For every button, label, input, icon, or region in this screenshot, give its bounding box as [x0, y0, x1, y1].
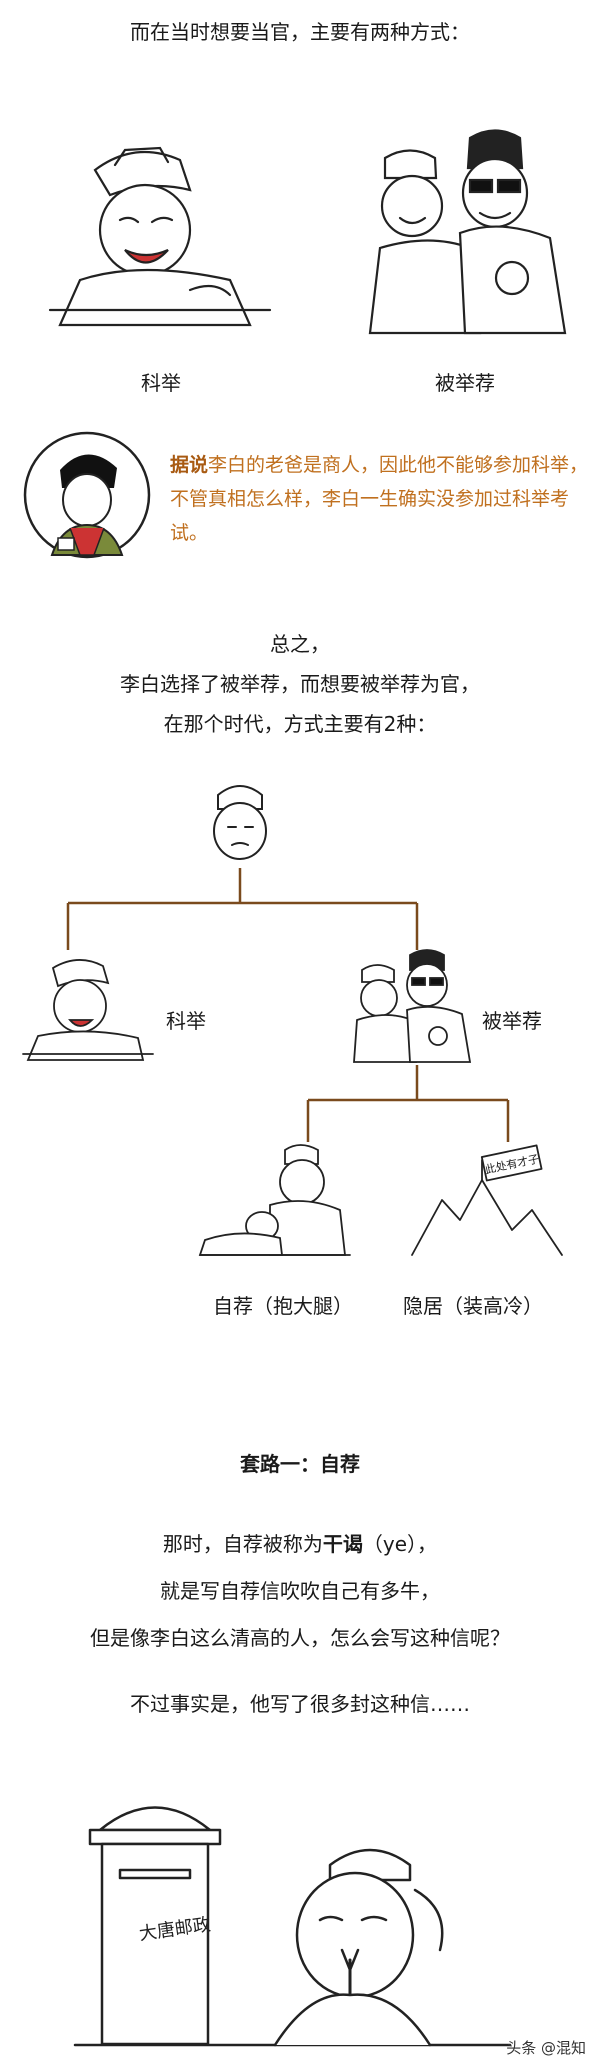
tree-label-beijujian: 被举荐	[482, 1009, 542, 1033]
summary-line-3: 在那个时代，方式主要有2种：	[163, 712, 437, 736]
section-line-1-pre: 那时，自荐被称为	[162, 1532, 323, 1556]
section-line-1-bold: 干谒	[322, 1532, 363, 1556]
mailbox-scene-illustration: 大唐邮政	[73, 1806, 512, 2047]
caption-keju: 科举	[141, 371, 181, 395]
intro-text: 而在当时想要当官，主要有两种方式：	[130, 20, 470, 44]
exam-scholar-illustration	[48, 146, 272, 327]
tree-root-official	[213, 785, 267, 860]
tree-beijujian-illustration	[353, 949, 472, 1063]
tree-lines	[66, 868, 510, 1142]
note-bold: 据说	[170, 454, 209, 476]
caption-beijujian: 被举荐	[435, 371, 495, 395]
section-title: 套路一：自荐	[240, 1452, 360, 1476]
section-line-3: 但是像李白这么清高的人，怎么会写这种信呢？	[90, 1626, 510, 1650]
note-rest: 李白的老爸是商人，因此他不能够参加科举，不管真相怎么样，李白一生确实没参加过科举…	[170, 454, 589, 544]
tree-zijian-illustration	[198, 1144, 351, 1256]
tree-yinju-illustration: 此处有才子	[411, 1144, 563, 1256]
section-line-4: 不过事实是，他写了很多封这种信……	[130, 1692, 470, 1716]
section-line-1-post: （ye），	[362, 1532, 438, 1556]
section-line-1: 那时，自荐被称为干谒（ye），	[0, 1530, 600, 1558]
summary-line-2: 李白选择了被举荐，而想要被举荐为官，	[120, 672, 480, 696]
watermark: 头条 @混知	[506, 2039, 586, 2057]
narrator-avatar	[23, 431, 151, 559]
section-line-2: 就是写自荐信吹吹自己有多牛，	[160, 1579, 440, 1603]
tree-label-keju: 科举	[166, 1009, 206, 1033]
recommend-officials-illustration	[368, 129, 567, 335]
tree-keju-illustration	[22, 959, 154, 1061]
tree-label-yinju: 隐居（装高冷）	[403, 1294, 543, 1318]
summary-line-1: 总之，	[270, 632, 330, 656]
tree-label-zijian: 自荐（抱大腿）	[213, 1294, 353, 1318]
note-paragraph: 据说李白的老爸是商人，因此他不能够参加科举，不管真相怎么样，李白一生确实没参加过…	[170, 448, 590, 550]
